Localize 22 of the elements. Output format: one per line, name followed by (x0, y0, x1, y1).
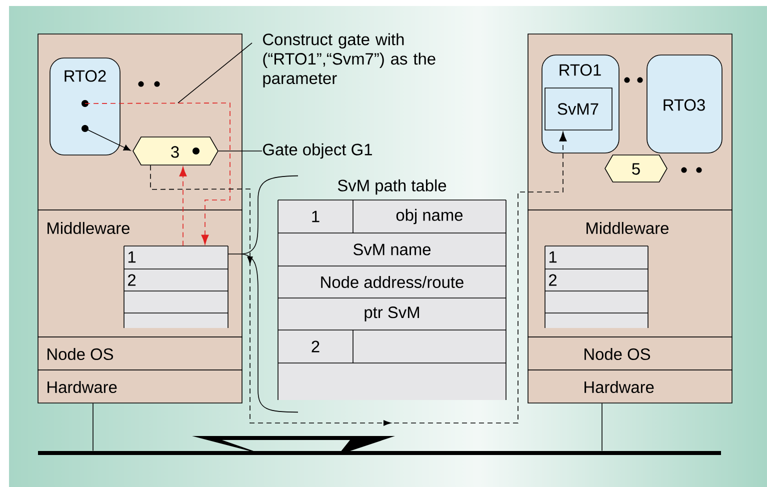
layer-band: Node OS (38, 336, 242, 370)
inner-box: SvM7 (544, 88, 612, 130)
slot-table: 1 2 (544, 246, 648, 328)
layer-band: Hardware (38, 370, 242, 404)
network-bus (38, 451, 721, 455)
path-table: SvM path table 1 obj name SvM name Node address/route ptr SvM 2 (278, 179, 506, 400)
object-box: RTO3 (646, 54, 722, 154)
arrow (150, 132, 567, 426)
slot-table: 1 2 (124, 246, 228, 328)
arrow (179, 166, 187, 246)
layer-band: Hardware (528, 370, 732, 404)
note-text: Gate object G1 (263, 143, 372, 159)
leader-line (218, 150, 262, 152)
note-text: Construct gate with (“RTO1”,“Svm7”) as the parameter (263, 33, 436, 88)
arrow (84, 102, 230, 244)
node-label: SvM path table (338, 179, 446, 195)
bracket-curve (228, 175, 298, 413)
connector-line (92, 403, 94, 452)
object-box: RTO2 (50, 58, 120, 156)
leader-line (178, 42, 252, 104)
layer-band: Node OS (528, 336, 732, 370)
gate-hexagon: 3 (132, 136, 218, 166)
